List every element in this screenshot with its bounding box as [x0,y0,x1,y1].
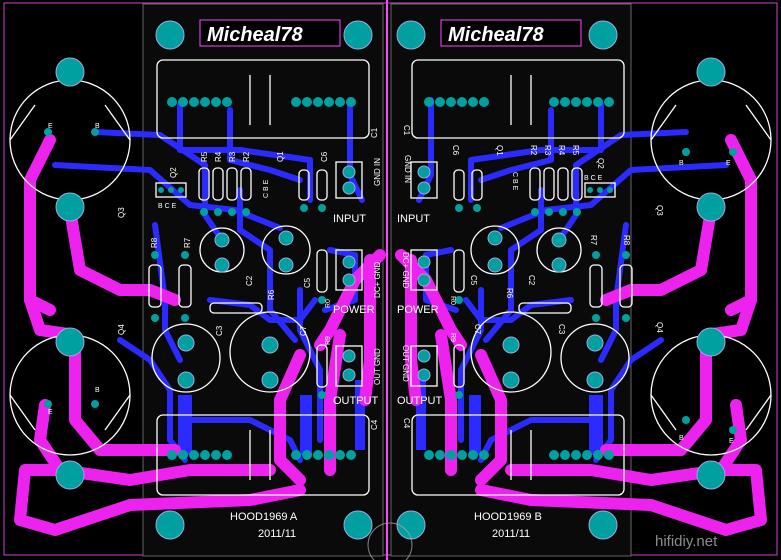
watermark-text: hifidiy.net [655,533,718,550]
svg-text:B C E: B C E [584,175,603,182]
svg-text:C B E: C B E [511,172,518,191]
board-a-gnd-in: GND IN [373,158,382,186]
svg-text:B: B [679,435,684,442]
svg-text:E: E [48,123,53,130]
svg-text:C7: C7 [473,324,482,335]
board-a-input-label: INPUT [333,213,366,225]
board-a-date: 2011/11 [258,528,296,540]
svg-text:R7: R7 [183,237,192,248]
board-b-out-gnd: OUT GND [401,345,410,382]
board-a-top-traces [14,134,386,536]
svg-text:R8: R8 [150,237,159,248]
svg-text:R7: R7 [589,235,598,246]
svg-text:R6: R6 [505,288,514,299]
svg-text:C1: C1 [402,125,411,136]
svg-text:C5: C5 [303,277,312,288]
svg-text:R5: R5 [571,145,580,156]
svg-text:C6: C6 [451,145,460,156]
svg-text:R4: R4 [214,151,223,162]
svg-text:R3: R3 [543,145,552,156]
svg-text:C6: C6 [320,151,329,162]
board-b-output-label: OUTPUT [397,395,443,407]
svg-text:Q4: Q4 [117,324,126,335]
watermark: hifidiy.net [367,522,718,560]
svg-text:R2: R2 [529,145,538,156]
svg-text:R0: R0 [325,299,332,308]
board-a-power-label: POWER [333,304,375,316]
board-b-input-label: INPUT [397,213,430,225]
board-b-brand: Micheal78 [448,24,544,46]
svg-text:Q2: Q2 [169,167,178,178]
svg-text:R9: R9 [449,333,456,342]
svg-text:C2: C2 [245,275,254,286]
svg-text:R6: R6 [267,289,276,300]
board-b: Micheal78 INPUT POWER OUTPUT HOOD1969 B … [395,19,772,540]
svg-text:R0: R0 [449,296,456,305]
svg-text:R4: R4 [557,145,566,156]
svg-text:C B E: C B E [263,179,270,198]
board-b-top-traces [395,134,767,536]
svg-text:Q1: Q1 [495,145,504,156]
svg-text:R5: R5 [200,151,209,162]
board-b-date: 2011/11 [492,528,530,540]
board-a-out-gnd: OUT GND [373,348,382,385]
svg-text:B: B [95,387,100,394]
board-a-small-pads [44,97,356,460]
board-b-signature: HOOD1969 B [474,511,542,523]
board-a-dc-gnd: DC+ GND [373,262,382,298]
svg-text:C4: C4 [402,418,411,429]
svg-text:C1: C1 [370,127,379,138]
svg-text:C2: C2 [527,275,536,286]
svg-text:Q3: Q3 [117,207,126,218]
board-b-small-pads [424,97,737,460]
board-a-output-label: OUTPUT [333,395,379,407]
svg-text:C3: C3 [557,324,566,335]
board-a-signature: HOOD1969 A [230,511,298,523]
svg-text:R3: R3 [228,151,237,162]
svg-text:Q4: Q4 [655,322,664,333]
board-a-pads [55,20,373,540]
svg-text:E: E [48,409,53,416]
svg-text:E: E [729,438,734,445]
board-a: Micheal78 INPUT POWER OUTPUT HOOD1969 A … [9,19,386,540]
board-b-dc-gnd: DC+ GND [401,252,410,288]
svg-text:E: E [726,160,731,167]
board-b-gnd-in: GND IN [403,155,412,183]
svg-text:C7: C7 [299,325,308,336]
svg-text:R2: R2 [242,151,251,162]
svg-text:Q1: Q1 [276,151,285,162]
svg-text:Q3: Q3 [655,205,664,216]
board-b-power-label: POWER [397,304,439,316]
svg-text:C4: C4 [370,419,379,430]
svg-text:R9: R9 [325,336,332,345]
svg-text:B: B [95,123,100,130]
svg-text:Q2: Q2 [596,158,605,169]
svg-text:B C E: B C E [158,203,177,210]
svg-text:R8: R8 [622,235,631,246]
svg-text:B: B [679,160,684,167]
svg-text:C3: C3 [215,325,224,336]
svg-text:C5: C5 [469,275,478,286]
board-b-pads [396,20,726,540]
board-a-brand: Micheal78 [207,24,303,46]
